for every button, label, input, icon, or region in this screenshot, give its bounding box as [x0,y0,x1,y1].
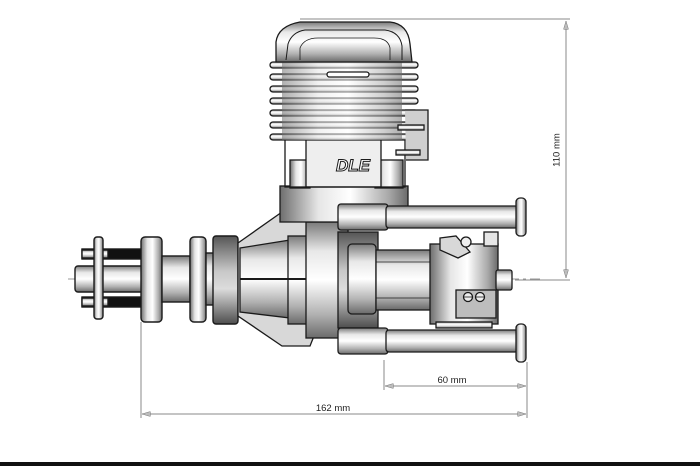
dimension-label-mount-depth: 60 mm [437,375,467,386]
crankcase [237,211,379,347]
dimension-label-overall-length: 162 mm [315,403,351,414]
mount-standoffs [337,197,527,363]
bottom-border-bar [0,462,700,466]
dimension-60mm [383,360,526,390]
dimension-110mm [300,18,570,281]
cylinder: DLE [269,21,429,223]
carburetor [375,231,513,329]
dimension-162mm [140,322,528,418]
dle-logo: DLE [336,156,371,175]
prop-hub [74,235,239,325]
dimension-label-height: 110 mm [551,133,563,167]
cooling-fins [269,60,419,141]
